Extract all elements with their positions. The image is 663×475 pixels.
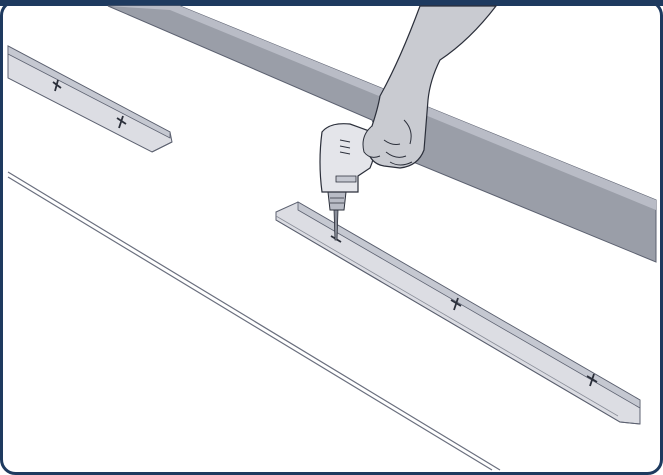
x-mark-icon (586, 373, 598, 387)
main-channel (275, 201, 641, 425)
x-mark-icon (450, 297, 462, 311)
x-mark-icon (52, 79, 62, 92)
floor-line (7, 171, 501, 471)
drill-icon (319, 123, 376, 211)
upper-left-channel (7, 45, 173, 153)
drill-bit (333, 209, 339, 241)
hand-icon (362, 5, 498, 169)
x-mark-icon (116, 115, 127, 129)
floor-line-inner (7, 176, 493, 471)
header-bar (0, 0, 663, 6)
